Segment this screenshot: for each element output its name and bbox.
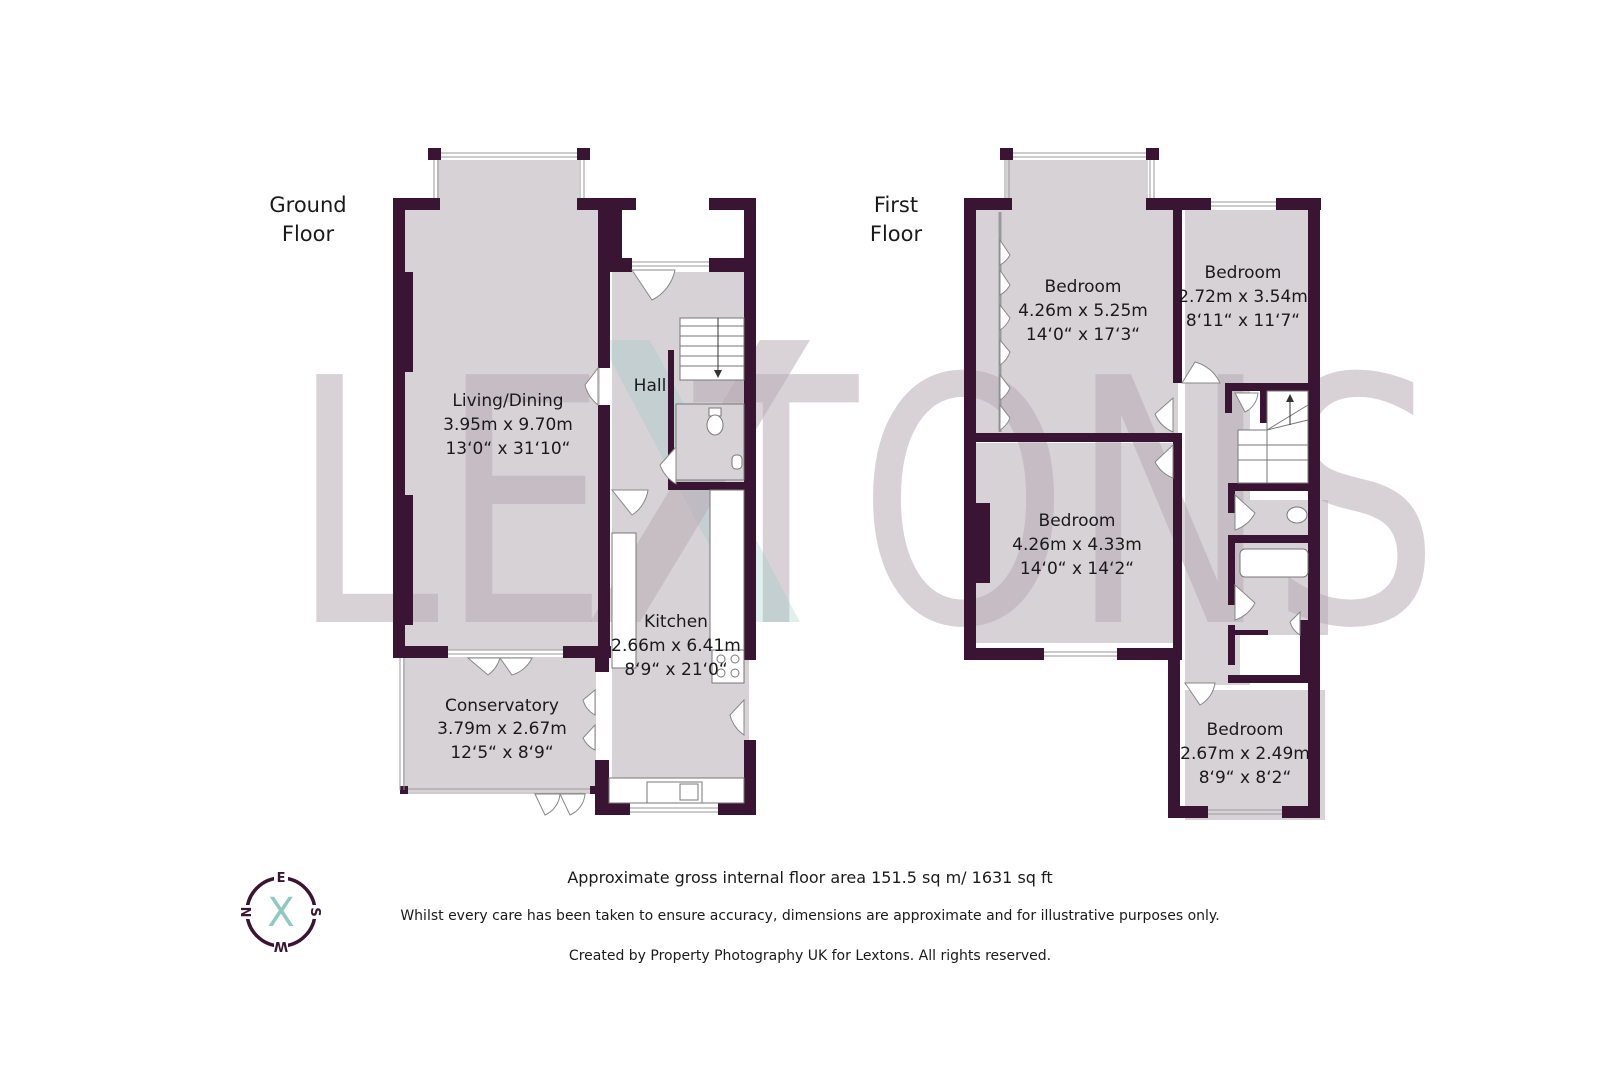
- room-label-bedroom-3: Bedroom 4.26m x 4.33m 14‘0“ x 14‘2“: [1012, 511, 1142, 579]
- compass-west: W: [274, 938, 288, 953]
- room-label-living-dining: Living/Dining 3.95m x 9.70m 13‘0“ x 31‘1…: [443, 391, 573, 459]
- room-label-bedroom-4: Bedroom 2.67m x 2.49m 8‘9“ x 8‘2“: [1180, 720, 1310, 788]
- floor-title: Floor: [870, 222, 923, 246]
- svg-text:Bedroom: Bedroom: [1205, 263, 1282, 283]
- first-floor-windows: [1004, 152, 1282, 815]
- svg-text:3.79m x 2.67m: 3.79m x 2.67m: [437, 719, 567, 739]
- svg-text:3.95m x 9.70m: 3.95m x 9.70m: [443, 415, 573, 435]
- svg-text:Conservatory: Conservatory: [445, 696, 559, 716]
- compass-icon: E W N S X: [239, 870, 323, 954]
- svg-text:Bedroom: Bedroom: [1045, 277, 1122, 297]
- basin-icon: [731, 454, 743, 470]
- svg-text:4.26m x 5.25m: 4.26m x 5.25m: [1018, 301, 1148, 321]
- svg-text:14‘0“ x 14‘2“: 14‘0“ x 14‘2“: [1020, 559, 1134, 579]
- compass-x-logo: X: [267, 890, 294, 936]
- credit-text: Created by Property Photography UK for L…: [568, 948, 1052, 964]
- ground-floor-fixtures: [608, 210, 745, 804]
- svg-text:Hall: Hall: [634, 376, 667, 396]
- hob-icon: [711, 649, 745, 684]
- first-floor-doors: [999, 238, 1301, 706]
- svg-text:Kitchen: Kitchen: [644, 612, 708, 632]
- room-label-bedroom-2: Bedroom 2.72m x 3.54m 8‘11“ x 11‘7“: [1178, 263, 1308, 331]
- svg-text:12‘5“ x 8‘9“: 12‘5“ x 8‘9“: [450, 743, 553, 763]
- ground-floor-windows: [399, 152, 718, 813]
- svg-text:8‘9“ x 8‘2“: 8‘9“ x 8‘2“: [1199, 768, 1292, 788]
- ground-floor-title: Ground Floor: [269, 193, 346, 246]
- bath-icon: [1239, 548, 1309, 578]
- compass-north: N: [240, 907, 255, 918]
- stairs-icon: [1266, 390, 1309, 484]
- toilet-icon: [1286, 506, 1308, 524]
- svg-text:14‘0“ x 17‘3“: 14‘0“ x 17‘3“: [1026, 325, 1140, 345]
- first-floor-walls: [964, 148, 1321, 818]
- ground-floor-walls: [393, 148, 756, 815]
- svg-text:8‘11“ x 11‘7“: 8‘11“ x 11‘7“: [1186, 311, 1300, 331]
- compass-south: S: [307, 907, 322, 916]
- svg-text:2.67m x 2.49m: 2.67m x 2.49m: [1180, 744, 1310, 764]
- floor-title: First: [874, 193, 918, 217]
- floor-title: Ground: [269, 193, 346, 217]
- room-label-bedroom-1: Bedroom 4.26m x 5.25m 14‘0“ x 17‘3“: [1018, 277, 1148, 345]
- ground-floor-doors: [466, 269, 745, 816]
- svg-text:8‘9“ x 21‘0“: 8‘9“ x 21‘0“: [624, 660, 727, 680]
- room-label-hall: Hall: [634, 376, 667, 396]
- disclaimer-text: Whilst every care has been taken to ensu…: [400, 908, 1220, 924]
- first-floor-fixtures: [998, 212, 1309, 675]
- stairs-icon: [679, 317, 745, 381]
- svg-text:2.72m x 3.54m: 2.72m x 3.54m: [1178, 287, 1308, 307]
- svg-text:Living/Dining: Living/Dining: [452, 391, 563, 411]
- svg-text:Bedroom: Bedroom: [1039, 511, 1116, 531]
- svg-text:2.66m x 6.41m: 2.66m x 6.41m: [611, 636, 741, 656]
- floor-title: Floor: [282, 222, 335, 246]
- svg-text:4.26m x 4.33m: 4.26m x 4.33m: [1012, 535, 1142, 555]
- first-floor-title: First Floor: [870, 193, 923, 246]
- room-label-conservatory: Conservatory 3.79m x 2.67m 12‘5“ x 8‘9“: [437, 696, 567, 763]
- room-label-kitchen: Kitchen 2.66m x 6.41m 8‘9“ x 21‘0“: [611, 612, 741, 680]
- svg-text:13‘0“ x 31‘10“: 13‘0“ x 31‘10“: [445, 439, 570, 459]
- compass-east: E: [277, 871, 286, 886]
- svg-text:Bedroom: Bedroom: [1207, 720, 1284, 740]
- floor-area-text: Approximate gross internal floor area 15…: [567, 868, 1053, 887]
